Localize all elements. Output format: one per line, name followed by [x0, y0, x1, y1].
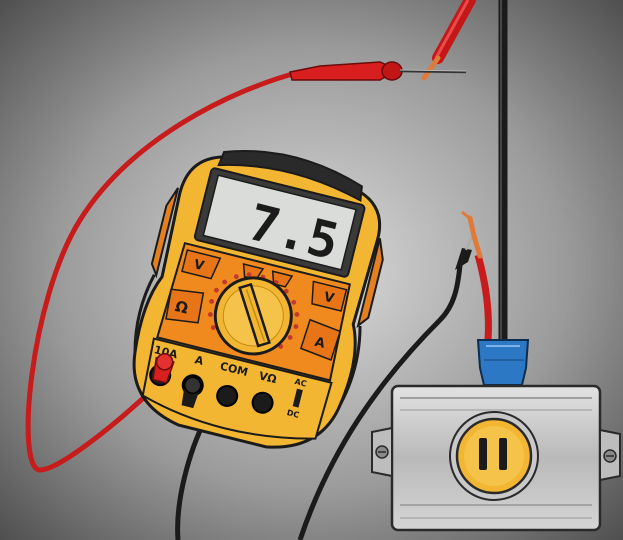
black-lead-to-outlet: [297, 264, 463, 540]
port-label-a: A: [193, 353, 205, 368]
rotary-dial: [213, 276, 293, 356]
box-red-wire: [461, 210, 492, 341]
lcd-screen: [202, 174, 357, 271]
dial-label-volts-right: V: [322, 290, 335, 307]
outlet-socket: [449, 411, 539, 501]
red-probe-lead: [25, 69, 303, 473]
dial-label-volts-left: V: [192, 257, 205, 274]
outlet-slot-left: [479, 438, 487, 470]
mode-label-dc: DC: [286, 408, 300, 420]
ac-dc-switch: [292, 388, 303, 408]
meter-top-cap: [217, 149, 363, 202]
multimeter: 7.5 V V Ω A: [132, 149, 384, 449]
input-jacks: [149, 364, 274, 414]
black-plug: [181, 376, 202, 409]
jack-com: [216, 384, 239, 407]
dial-label-ohms: Ω: [173, 297, 190, 318]
dial-ring: [207, 272, 300, 349]
port-label-volt-ohm: VΩ: [257, 369, 278, 386]
red-plug: [152, 353, 175, 384]
dial-label-amps: A: [313, 335, 326, 352]
red-probe: [289, 61, 467, 81]
outlet-slot-right: [499, 438, 507, 470]
port-panel: [141, 337, 333, 440]
jack-v-ohm: [251, 391, 274, 414]
mode-label-ac: AC: [294, 377, 308, 389]
blue-cable-clamp: [476, 339, 530, 386]
outlet-box: [371, 384, 621, 532]
top-red-wire: [421, 0, 476, 81]
